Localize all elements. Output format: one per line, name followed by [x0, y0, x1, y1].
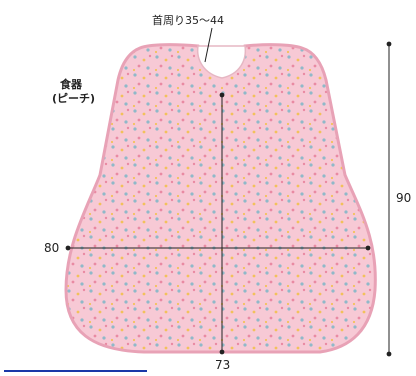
width-right-dot [365, 245, 371, 251]
neck-opening [196, 45, 247, 79]
height-bottom-dot [386, 351, 392, 357]
width-bottom-label: 73 [215, 358, 231, 372]
product-name-line2: (ピーチ) [52, 92, 96, 105]
center-bottom-dot [219, 349, 225, 355]
center-top-dot [219, 92, 225, 98]
accent-rule [4, 370, 147, 372]
neck-size-label: 首周り35〜44 [152, 14, 224, 27]
product-name-line1: 食器 [60, 78, 82, 91]
width-top-label: 80 [44, 241, 60, 255]
height-top-dot [386, 41, 392, 47]
bib-fabric [64, 43, 377, 354]
height-label: 90 [396, 191, 412, 205]
neck-leader-line [204, 27, 213, 63]
width-left-dot [65, 245, 71, 251]
